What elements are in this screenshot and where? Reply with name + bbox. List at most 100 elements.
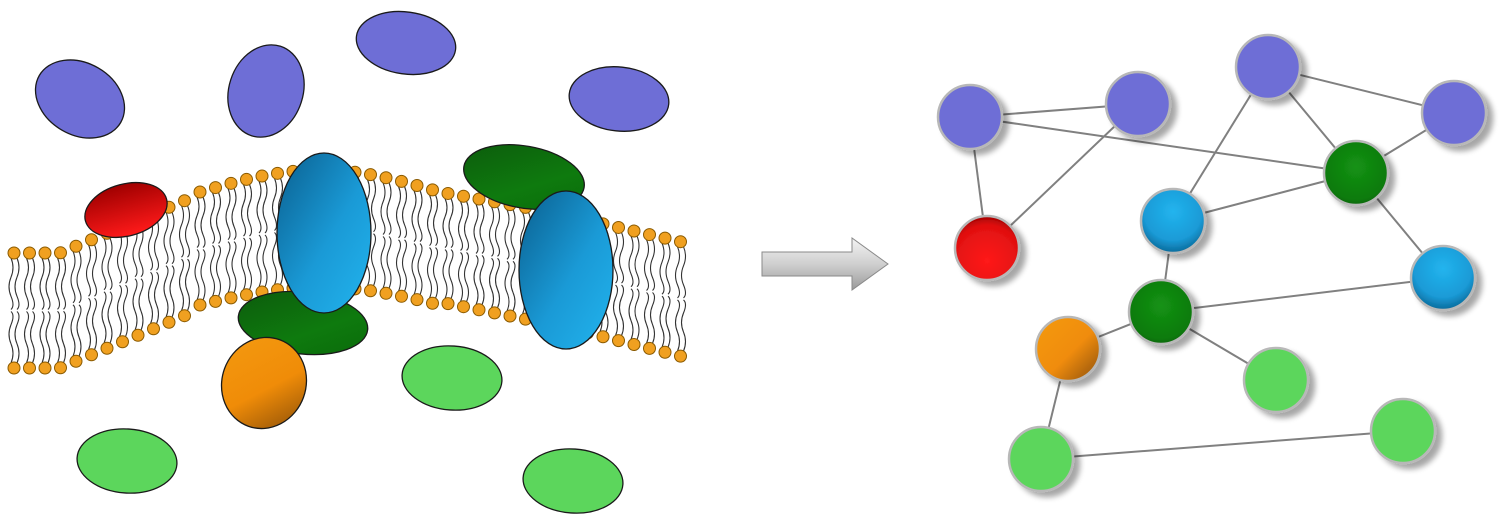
lipid-tail [107, 238, 113, 291]
lipid-head [209, 294, 222, 308]
lipid-head [7, 361, 21, 375]
lipid-head [472, 192, 486, 206]
lipid-tail [153, 218, 160, 271]
lipid-tail [91, 297, 98, 350]
lipid-tail [194, 196, 200, 248]
lipid-head [100, 341, 114, 355]
lipid-tail [225, 241, 231, 294]
lipid-tail [426, 247, 433, 299]
lipid-tail [380, 182, 386, 235]
lipid-head [85, 233, 98, 247]
lipid-head [643, 228, 656, 242]
lipid-tail [463, 252, 470, 302]
network-edge [969, 116, 1357, 174]
lipid-tail [463, 201, 470, 251]
lipid-head [426, 296, 439, 310]
lipid-tail [23, 311, 30, 364]
lipid-head [627, 224, 641, 238]
lipid-tail [473, 203, 479, 254]
lipid-tail [649, 239, 656, 291]
lipid-tail [473, 254, 479, 306]
lipid-head [162, 315, 176, 329]
lipid-head [224, 291, 238, 305]
lipid-head [410, 293, 424, 307]
lipid-tail [618, 284, 625, 336]
lipid-tail [457, 201, 464, 251]
lipid-head [457, 189, 470, 203]
network-node [1104, 70, 1172, 138]
lipid-tail [479, 254, 485, 306]
transmembrane-protein [518, 190, 614, 350]
lipid-tail [510, 209, 516, 260]
lipid-tail [649, 292, 656, 344]
lipid-tail [240, 184, 247, 237]
lipid-tail [60, 310, 67, 364]
lipid-tail [54, 310, 61, 364]
lipid-head [69, 354, 83, 368]
red-membrane-protein [84, 181, 168, 239]
lipid-head [193, 185, 207, 199]
lipid-tail [665, 295, 671, 348]
lipid-head [441, 186, 455, 200]
lipid-tail [674, 246, 681, 299]
lipid-tail [209, 192, 216, 244]
lipid-tail [628, 235, 634, 288]
lipid-tail [411, 243, 417, 295]
lipid-tail [488, 257, 495, 309]
lipid-tail [60, 257, 67, 310]
network-node [1322, 139, 1390, 207]
lipid-tail [504, 209, 510, 260]
lipid-tail [395, 186, 402, 239]
network-node [1369, 397, 1437, 465]
lipid-tail [488, 206, 495, 257]
lipid-head [612, 220, 625, 234]
lipid-tail [209, 245, 216, 297]
lipid-tail [246, 184, 253, 237]
lipid-tail [417, 243, 423, 295]
lipid-head [209, 181, 222, 195]
lipid-head [472, 303, 486, 317]
lipid-head [224, 176, 238, 190]
periphery-blue-protein [355, 10, 457, 76]
lipid-tail [132, 225, 138, 278]
lipid-tail [643, 239, 650, 291]
lipid-tail [680, 246, 687, 299]
lipid-tail [628, 288, 634, 340]
lipid-tail [612, 232, 619, 284]
lipid-tail [45, 311, 51, 364]
orange-protein [220, 336, 308, 430]
membrane-proteins [34, 10, 670, 514]
lipid-tail [448, 198, 454, 248]
lipid-tail [169, 265, 175, 318]
lipid-tail [386, 182, 392, 235]
lipid-tail [101, 291, 107, 344]
lipid-tail [76, 304, 82, 357]
lipid-tail [457, 252, 464, 302]
lipid-tail [8, 257, 14, 310]
lipid-head [240, 172, 253, 186]
lipid-tail [395, 239, 402, 292]
lipid-tail [246, 237, 253, 290]
lipid-head [7, 246, 21, 260]
lipid-tail [45, 257, 51, 310]
lipid-head [395, 174, 408, 188]
lipid-tail [163, 212, 169, 265]
lipid-tail [380, 236, 386, 289]
lipid-head [255, 169, 269, 183]
lipid-tail [432, 194, 439, 246]
network-node [1127, 278, 1195, 346]
lipid-tail [91, 244, 98, 297]
cytosolic-green-protein [522, 448, 624, 514]
lipid-tail [618, 232, 625, 284]
lipid-tail [200, 196, 206, 248]
lipid-tail [504, 260, 510, 312]
lipid-tail [153, 271, 160, 324]
lipid-tail [200, 249, 206, 301]
transmembrane-protein [276, 152, 372, 314]
lipid-tail [169, 212, 175, 265]
lipid-tail [70, 304, 76, 357]
lipid-tail [271, 232, 278, 285]
cytosolic-green-protein [401, 345, 503, 411]
lipid-head [643, 341, 656, 355]
network-node [1139, 187, 1207, 255]
